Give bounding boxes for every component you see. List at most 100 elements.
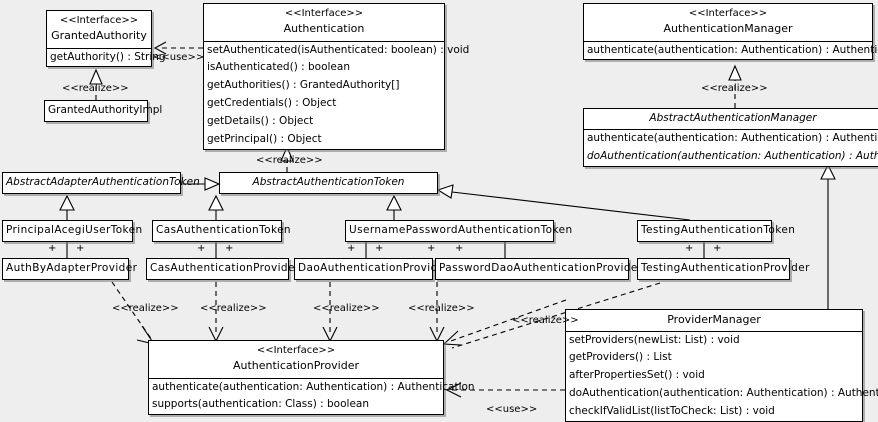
- authentication-manager-stereotype: <<Interface>>: [688, 8, 768, 19]
- arrowhead-generalize-abstractauthenticationtoken-upat: [386, 194, 402, 211]
- class-dao-authentication-provider[interactable]: DaoAuthenticationProvider: [294, 258, 450, 280]
- granted-authority-impl-header: GrantedAuthorityImpl: [45, 101, 163, 121]
- class-testing-authentication-provider[interactable]: TestingAuthenticationProvider: [637, 258, 809, 280]
- label-realize-passworddaoauthenticationprovider: <<realize>>: [408, 303, 475, 314]
- arrowhead-generalize-adaptertoken: [59, 194, 75, 211]
- cas-authentication-provider-name: CasAuthenticationProvider: [150, 262, 300, 274]
- label-use-providermanager: <<use>>: [486, 404, 538, 415]
- line-generalize-testingtoken: [451, 191, 691, 221]
- operation-getProviders: getProviders() : List: [569, 351, 672, 364]
- operation-supports-provider: supports(authentication: Class) : boolea…: [152, 398, 369, 411]
- cas-authentication-token-header: CasAuthenticationToken: [153, 221, 291, 241]
- label-realize-casauthenticationprovider: <<realize>>: [200, 303, 267, 314]
- abstract-authentication-token-header: AbstractAuthenticationToken: [220, 173, 437, 193]
- operation-checkIfValidList: checkIfValidList(listToCheck: List) : vo…: [569, 405, 775, 418]
- operation-authenticate-provider: authenticate(authentication: Authenticat…: [152, 380, 475, 393]
- plus-upat-2: +: [375, 243, 384, 254]
- class-abstract-authentication-token[interactable]: AbstractAuthenticationToken: [219, 172, 438, 194]
- plus-testingtoken-right: +: [713, 243, 722, 254]
- class-password-dao-authentication-provider[interactable]: PasswordDaoAuthenticationProvider: [435, 258, 643, 280]
- label-use-authentication-grantedauthority: <<use>>: [153, 52, 205, 63]
- principal-acegi-user-token-name: PrincipalAcegiUserToken: [6, 224, 143, 236]
- class-authentication-provider[interactable]: <<Interface>> AuthenticationProvider aut…: [148, 340, 475, 416]
- class-granted-authority[interactable]: <<Interface>> GrantedAuthority getAuthor…: [46, 10, 166, 68]
- abstract-adapter-authentication-token-header: AbstractAdapterAuthenticationToken: [3, 173, 200, 193]
- class-testing-authentication-token[interactable]: TestingAuthenticationToken: [637, 220, 795, 242]
- class-authentication-manager[interactable]: <<Interface>> AuthenticationManager auth…: [583, 3, 878, 61]
- plus-castoken-right: +: [225, 243, 234, 254]
- class-abstract-adapter-authentication-token[interactable]: AbstractAdapterAuthenticationToken: [2, 172, 200, 194]
- dao-authentication-provider-header: DaoAuthenticationProvider: [295, 259, 450, 279]
- authentication-operations: setAuthenticated(isAuthenticated: boolea…: [204, 42, 470, 150]
- authentication-provider-name: AuthenticationProvider: [232, 359, 360, 372]
- password-dao-authentication-provider-header: PasswordDaoAuthenticationProvider: [436, 259, 643, 279]
- arrowhead-generalize-abstractauthenticationtoken-cas: [208, 194, 224, 211]
- authentication-header: <<Interface>> Authentication: [204, 4, 444, 41]
- class-granted-authority-impl[interactable]: GrantedAuthorityImpl: [44, 100, 163, 122]
- authentication-manager-separator: [584, 40, 872, 42]
- arrowhead-realize-authenticationmanager: [728, 64, 742, 81]
- arrowhead-realize-authentication: [280, 145, 294, 162]
- operation-setAuthenticated: setAuthenticated(isAuthenticated: boolea…: [207, 43, 470, 56]
- operation-getAuthority: getAuthority() : String: [50, 50, 166, 63]
- plus-principalacegi-right: +: [76, 243, 85, 254]
- granted-authority-impl-name: GrantedAuthorityImpl: [48, 104, 163, 116]
- class-cas-authentication-token[interactable]: CasAuthenticationToken: [152, 220, 291, 242]
- class-principal-acegi-user-token[interactable]: PrincipalAcegiUserToken: [2, 220, 143, 242]
- abstract-authentication-token-name: AbstractAuthenticationToken: [252, 176, 405, 188]
- abstract-adapter-authentication-token-name: AbstractAdapterAuthenticationToken: [6, 176, 200, 188]
- auth-by-adapter-provider-name: AuthByAdapterProvider: [6, 262, 138, 274]
- line-realize-providermanager: [447, 299, 567, 343]
- plus-principalacegi-left: +: [48, 243, 57, 254]
- class-auth-by-adapter-provider[interactable]: AuthByAdapterProvider: [2, 258, 138, 280]
- provider-manager-name: ProviderManager: [667, 313, 761, 326]
- arrow-use-authenticationprovider: [445, 382, 462, 398]
- plus-upat-3: +: [427, 243, 436, 254]
- cas-authentication-provider-header: CasAuthenticationProvider: [147, 259, 300, 279]
- operation-getCredentials: getCredentials() : Object: [207, 97, 337, 110]
- provider-manager-separator: [566, 330, 862, 332]
- abstract-authentication-manager-operations: authenticate(authentication: Authenticat…: [584, 130, 878, 166]
- granted-authority-name: GrantedAuthority: [51, 29, 147, 42]
- arrowhead-generalize-abstractauthenticationtoken-left: [204, 177, 221, 191]
- password-dao-authentication-provider-name: PasswordDaoAuthenticationProvider: [439, 262, 643, 274]
- operation-doAuthentication-abstract: doAuthentication(authentication: Authent…: [587, 149, 878, 162]
- line-realize-testingauthenticationprovider: [451, 282, 661, 349]
- arrowhead-realize-grantedauthority: [89, 68, 103, 85]
- label-realize-grantedauthorityimpl: <<realize>>: [62, 83, 129, 94]
- authentication-manager-header: <<Interface>> AuthenticationManager: [584, 4, 872, 41]
- granted-authority-separator: [47, 47, 151, 49]
- label-realize-abstractauthenticationmanager: <<realize>>: [701, 83, 768, 94]
- operation-authenticate: authenticate(authentication: Authenticat…: [587, 43, 878, 56]
- operation-getAuthorities: getAuthorities() : GrantedAuthority[]: [207, 79, 400, 92]
- class-cas-authentication-provider[interactable]: CasAuthenticationProvider: [146, 258, 300, 280]
- operation-getDetails: getDetails() : Object: [207, 115, 314, 128]
- authentication-provider-operations: authenticate(authentication: Authenticat…: [149, 379, 475, 415]
- label-realize-providermanager: <<realize>>: [512, 315, 579, 326]
- class-provider-manager[interactable]: ProviderManager setProviders(newList: Li…: [565, 309, 878, 422]
- class-authentication[interactable]: <<Interface>> Authentication setAuthenti…: [203, 3, 470, 151]
- authentication-name: Authentication: [283, 22, 365, 35]
- principal-acegi-user-token-header: PrincipalAcegiUserToken: [3, 221, 143, 241]
- dao-authentication-provider-name: DaoAuthenticationProvider: [298, 262, 450, 274]
- plus-upat-4: +: [455, 243, 464, 254]
- provider-manager-header: ProviderManager: [566, 310, 862, 331]
- authentication-stereotype: <<Interface>>: [284, 8, 364, 19]
- authentication-provider-header: <<Interface>> AuthenticationProvider: [149, 341, 443, 378]
- label-realize-abstractauthenticationtoken: <<realize>>: [256, 155, 323, 166]
- authentication-provider-stereotype: <<Interface>>: [256, 345, 336, 356]
- label-realize-daoauthenticationprovider: <<realize>>: [313, 303, 380, 314]
- provider-manager-operations: setProviders(newList: List) : void getPr…: [566, 332, 878, 422]
- class-username-password-authentication-token[interactable]: UsernamePasswordAuthenticationToken: [345, 220, 573, 242]
- authentication-manager-name: AuthenticationManager: [663, 22, 793, 35]
- arrow-realize-providermanager: [442, 330, 462, 346]
- class-abstract-authentication-manager[interactable]: AbstractAuthenticationManager authentica…: [583, 108, 878, 167]
- plus-castoken-left: +: [197, 243, 206, 254]
- cas-authentication-token-name: CasAuthenticationToken: [156, 224, 291, 236]
- operation-isAuthenticated: isAuthenticated() : boolean: [207, 61, 350, 74]
- authentication-provider-separator: [149, 377, 443, 379]
- abstract-authentication-manager-separator: [584, 128, 878, 130]
- username-password-authentication-token-name: UsernamePasswordAuthenticationToken: [349, 224, 573, 236]
